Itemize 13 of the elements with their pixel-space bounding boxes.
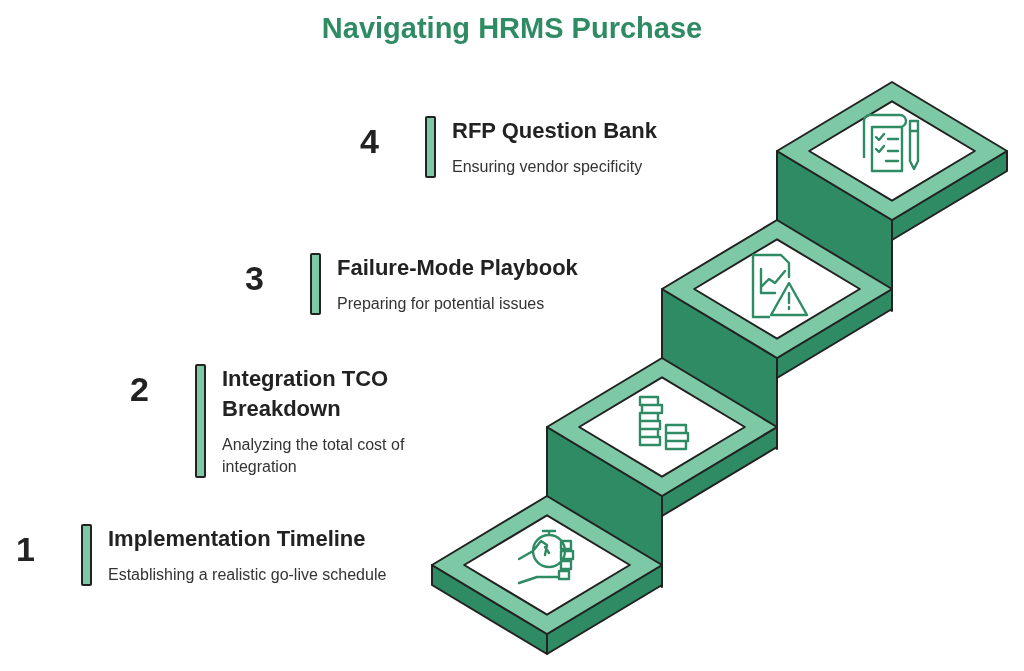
step-description: Establishing a realistic go-live schedule (108, 565, 388, 585)
step-number: 2 (130, 370, 149, 409)
step-description: Preparing for potential issues (337, 294, 546, 314)
diagram-title: Navigating HRMS Purchase (321, 12, 703, 44)
step-title: RFP Question Bank (452, 117, 658, 145)
step-number: 3 (245, 259, 264, 298)
step-description: Ensuring vendor specificity (452, 157, 644, 177)
step-number: 4 (360, 122, 379, 161)
step-number: 1 (16, 530, 35, 569)
step-title: Implementation Timeline (108, 525, 367, 553)
step-title: Failure-Mode Playbook (337, 254, 579, 282)
step-title: Integration TCO Breakdown (222, 365, 390, 423)
step-description: Analyzing the total cost of integration (222, 435, 406, 477)
